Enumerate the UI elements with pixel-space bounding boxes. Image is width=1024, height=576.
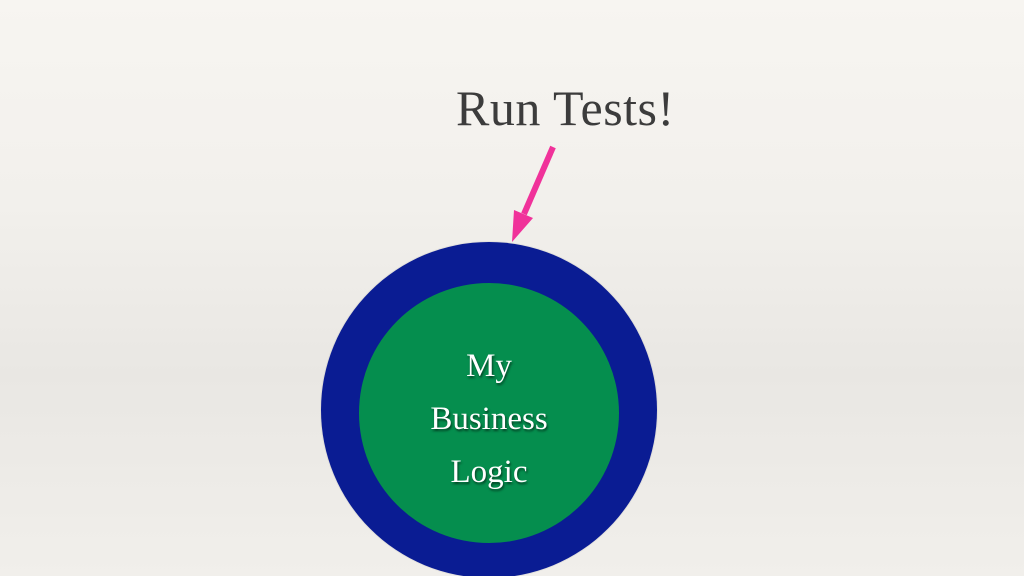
business-logic-label: My Business Logic (359, 340, 619, 499)
label-line-logic: Logic (450, 454, 528, 490)
label-line-business: Business (430, 401, 548, 437)
slide-title: Run Tests! (456, 80, 675, 136)
inner-circle (359, 283, 619, 543)
label-line-my: My (466, 348, 512, 384)
